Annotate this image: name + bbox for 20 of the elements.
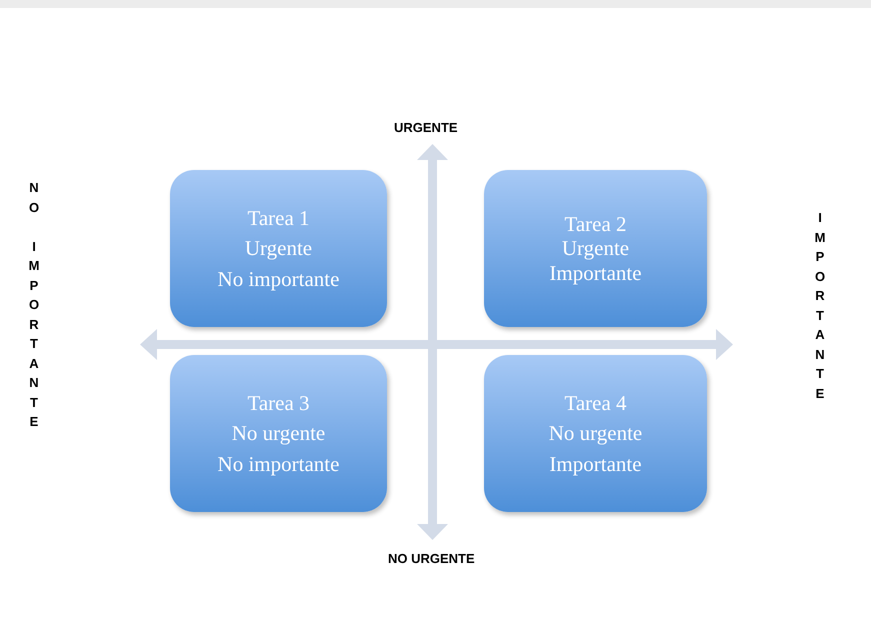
task-attribute: No urgente	[548, 421, 642, 446]
axis-label: NO IMPORTANTE	[28, 179, 40, 431]
task-attribute: No urgente	[232, 421, 326, 446]
task-box	[484, 170, 707, 327]
task-attribute: Importante	[549, 260, 642, 285]
task-box	[170, 170, 387, 327]
task-title: Tarea 3	[247, 391, 310, 416]
axis-label: IMPORTANTE	[814, 209, 826, 402]
task-attribute: Importante	[549, 452, 642, 476]
task-box	[170, 355, 387, 512]
task-attribute: No importante	[218, 266, 340, 291]
task-title: Tarea 4	[564, 391, 627, 416]
task-title: Tarea 2	[564, 212, 627, 236]
task-title: Tarea 1	[247, 206, 310, 230]
task-attribute: Urgente	[562, 236, 630, 261]
task-attribute: No importante	[218, 452, 340, 476]
task-attribute: Urgente	[244, 236, 312, 261]
task-box	[484, 355, 707, 512]
axis-label: URGENTE	[394, 119, 458, 137]
axis-label: NO URGENTE	[388, 550, 475, 568]
